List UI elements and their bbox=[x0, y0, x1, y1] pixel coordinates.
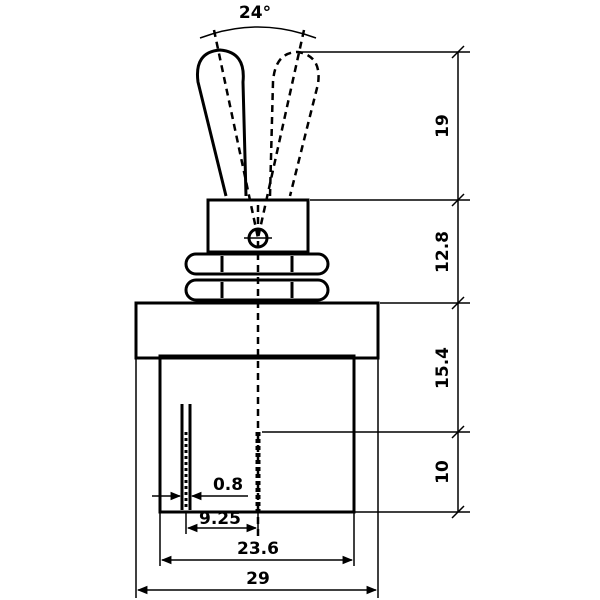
body-outer-width-label: 29 bbox=[246, 569, 270, 589]
terminal-thickness-dimension: 0.8 bbox=[152, 475, 248, 501]
toggle-lever bbox=[195, 48, 248, 197]
terminal-length-label: 10 bbox=[433, 460, 453, 484]
bushing-height-label: 12.8 bbox=[433, 231, 453, 273]
angle-dimension: 24° bbox=[199, 3, 317, 39]
body-height-label: 15.4 bbox=[433, 347, 453, 389]
terminal-thickness-label: 0.8 bbox=[213, 475, 243, 495]
body-outer-width-dimension: 29 bbox=[135, 358, 379, 598]
body-inner-width-dimension: 23.6 bbox=[159, 512, 355, 566]
vertical-dimensions: 19 12.8 15.4 10 bbox=[262, 45, 470, 519]
switch-body bbox=[134, 301, 380, 514]
toggle-lever-alternate-position bbox=[268, 50, 320, 197]
lever-height-label: 19 bbox=[433, 114, 453, 138]
body-inner-width-label: 23.6 bbox=[237, 539, 279, 559]
terminal-pitch-label: 9.25 bbox=[199, 509, 241, 529]
terminal-left bbox=[180, 404, 192, 510]
terminal-pitch-dimension: 9.25 bbox=[185, 509, 259, 534]
angle-label: 24° bbox=[239, 3, 271, 23]
